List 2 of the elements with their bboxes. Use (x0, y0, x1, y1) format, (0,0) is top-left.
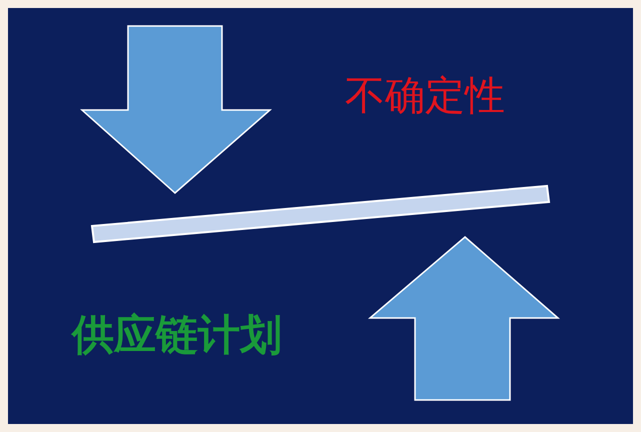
label-text: 不确定性 (345, 76, 505, 116)
label-text: 供应链计划 (72, 314, 282, 356)
